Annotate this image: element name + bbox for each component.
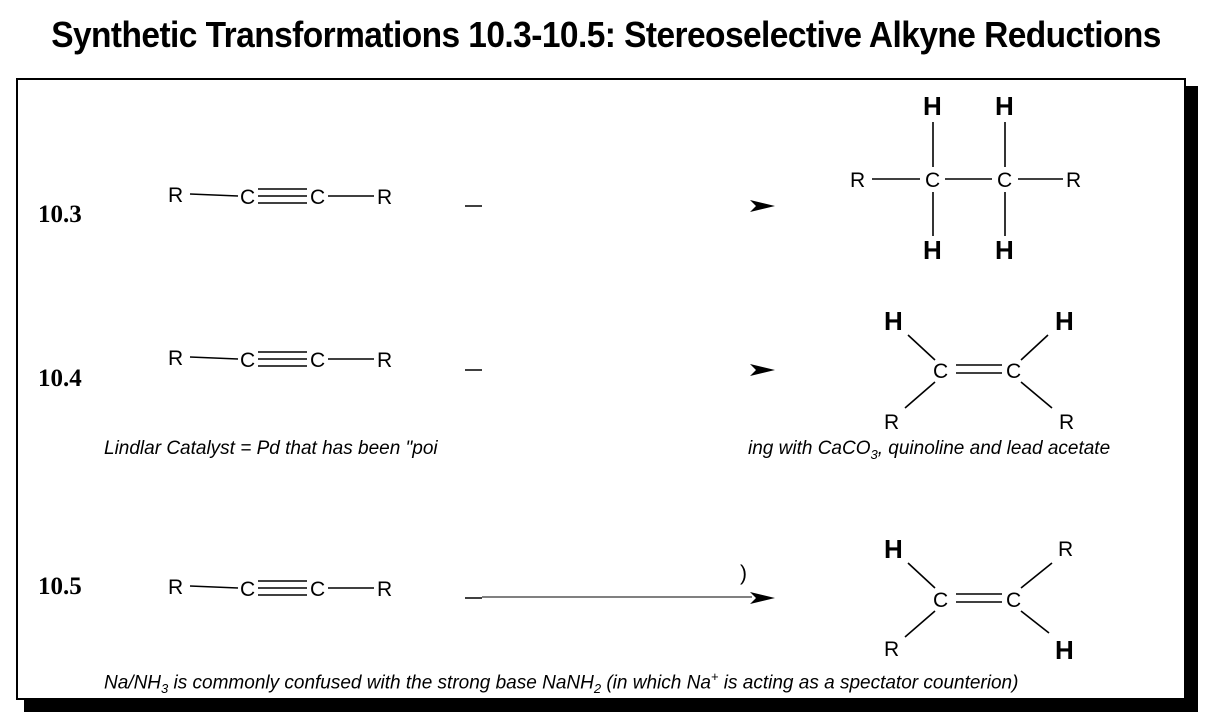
paren-fragment: ) <box>740 562 747 585</box>
atom-c: C <box>933 589 948 612</box>
atom-c: C <box>240 578 255 601</box>
atom-h: H <box>1055 306 1074 336</box>
atom-h: H <box>995 91 1014 121</box>
atom-h: H <box>884 534 903 564</box>
atom-r: R <box>377 578 392 601</box>
na-nh3-text: is commonly confused with the strong bas… <box>168 672 594 694</box>
atom-h: H <box>884 306 903 336</box>
atom-h: H <box>995 235 1014 265</box>
atom-h: H <box>923 91 942 121</box>
atom-r: R <box>884 411 899 434</box>
atom-c: C <box>925 169 940 192</box>
reaction-number-10-5: 10.5 <box>38 573 82 600</box>
lindlar-note-text: ing with CaCO <box>748 438 871 459</box>
atom-c: C <box>240 349 255 372</box>
arrowhead-10-3 <box>750 200 775 212</box>
na-nh3-text: (in which Na <box>601 672 711 694</box>
atom-h: H <box>923 235 942 265</box>
arrowhead-10-5 <box>750 592 775 604</box>
superscript: + <box>710 669 719 684</box>
atom-c: C <box>997 169 1012 192</box>
atom-r: R <box>168 576 183 599</box>
na-nh3-text: is acting as a spectator counterion) <box>718 672 1019 694</box>
atom-c: C <box>1006 589 1021 612</box>
atom-r: R <box>1058 538 1073 561</box>
atom-c: C <box>240 186 255 209</box>
na-nh3-note: Na/NH3 is commonly confused with the str… <box>104 669 1018 696</box>
atom-c: C <box>310 349 325 372</box>
arrowhead-10-4 <box>750 364 775 376</box>
atom-r: R <box>168 184 183 207</box>
atom-r: R <box>377 349 392 372</box>
atom-c: C <box>310 186 325 209</box>
atom-r: R <box>168 347 183 370</box>
atom-c: C <box>933 360 948 383</box>
page-title: Synthetic Transformations 10.3-10.5: Ste… <box>51 14 1161 55</box>
atom-r: R <box>850 169 865 192</box>
reaction-number-10-3: 10.3 <box>38 201 82 228</box>
atom-r: R <box>1066 169 1081 192</box>
scheme-frame <box>16 78 1186 700</box>
atom-r: R <box>1059 411 1074 434</box>
reaction-number-10-4: 10.4 <box>38 365 82 392</box>
lindlar-note-text: , quinoline and lead acetate <box>877 438 1111 459</box>
subscript: 3 <box>870 446 878 462</box>
atom-c: C <box>310 578 325 601</box>
lindlar-note-left: Lindlar Catalyst = Pd that has been "poi <box>104 438 438 459</box>
na-nh3-text: Na/NH <box>104 672 162 694</box>
subscript: 2 <box>593 681 602 697</box>
lindlar-note-right: ing with CaCO3, quinoline and lead aceta… <box>748 438 1110 462</box>
atom-r: R <box>377 186 392 209</box>
subscript: 3 <box>161 681 169 697</box>
atom-h: H <box>1055 635 1074 665</box>
atom-r: R <box>884 638 899 661</box>
atom-c: C <box>1006 360 1021 383</box>
